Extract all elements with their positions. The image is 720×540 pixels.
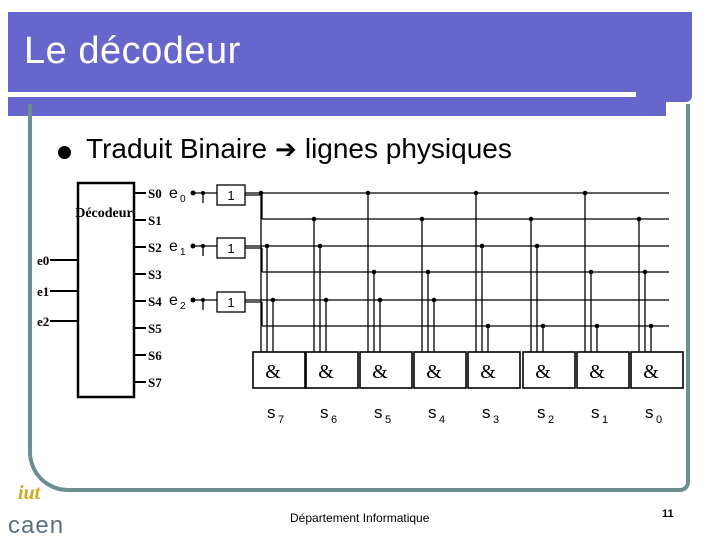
circuit-output-subscript: 2 [548, 414, 554, 426]
circuit-output-subscript: 3 [493, 414, 499, 426]
decoder-inputs: e0 e1 e2 [37, 253, 78, 329]
junction-dot [528, 216, 534, 222]
iut-caen-logo: iut caen [4, 476, 84, 540]
circuit-output-subscript: 1 [602, 414, 608, 426]
circuit-output-label: s [428, 403, 437, 422]
junction-dot [642, 269, 648, 275]
circuit-input-label: e [169, 292, 178, 309]
junction-dot [201, 191, 205, 195]
and-gate [305, 351, 359, 389]
circuit-output-label: s [374, 403, 383, 422]
slide-title: Le décodeur [24, 30, 241, 72]
circuit-output-label: s [320, 403, 329, 422]
and-gate-label: & [318, 361, 334, 383]
and-gate [252, 351, 306, 389]
decoder-output-label: S2 [148, 240, 162, 255]
bullet-text-part2: lignes physiques [304, 133, 512, 164]
junction-dot [540, 323, 546, 329]
and-gate [522, 351, 576, 389]
circuit-output-label: s [267, 403, 276, 422]
junction-dot [582, 190, 588, 196]
and-gate [576, 351, 630, 389]
junction-dot [534, 243, 540, 249]
junction-dot [473, 190, 479, 196]
circuit-input-subscript: 1 [180, 247, 186, 258]
and-gate-label: & [265, 361, 281, 383]
inverter-label: 1 [227, 188, 234, 203]
and-gate-label: & [372, 361, 388, 383]
and-gate [359, 351, 413, 389]
junction-dot [371, 269, 377, 275]
title-underline [8, 92, 636, 97]
footer-text: Département Informatique [290, 511, 430, 525]
decoder-output-label: S5 [148, 321, 162, 336]
circuit-output-label: s [482, 403, 491, 422]
junction-dot [431, 297, 437, 303]
iut-logo-mark: iut [18, 482, 41, 504]
junction-dot [264, 243, 270, 249]
circuit-output-label: s [645, 403, 654, 422]
decoder-block-label: Décodeur [75, 206, 133, 221]
circuit-output-subscript: 4 [439, 414, 445, 426]
junction-dot [317, 243, 323, 249]
inverter-label: 1 [227, 295, 234, 310]
junction-dot [258, 190, 264, 196]
decoder-output-label: S0 [148, 186, 162, 201]
inverter-label: 1 [227, 241, 234, 256]
and-gate-label: & [643, 361, 659, 383]
title-bar [8, 12, 692, 116]
caen-logo-text: caen [8, 512, 65, 539]
decoder-input-label: e1 [37, 284, 49, 299]
and-gate-label: & [589, 361, 605, 383]
junction-dot [594, 323, 600, 329]
circuit-input-subscript: 2 [180, 301, 186, 312]
junction-dot [636, 216, 642, 222]
junction-dot [311, 216, 317, 222]
junction-dot [365, 190, 371, 196]
decoder-input-label: e2 [37, 314, 49, 329]
circuit-output-label: s [591, 403, 600, 422]
and-gate-label: & [535, 361, 551, 383]
junction-dot [270, 297, 276, 303]
junction-dot [425, 269, 431, 275]
circuit-output-label: s [537, 403, 546, 422]
junction-dot [201, 244, 205, 248]
circuit-input-subscript: 0 [180, 194, 186, 205]
decoder-input-label: e0 [37, 253, 49, 268]
circuit-output-subscript: 7 [278, 414, 284, 426]
junction-dot [479, 243, 485, 249]
circuit-output-subscript: 5 [385, 414, 391, 426]
bullet-text: Traduit Binaire➔lignes physiques [86, 133, 512, 165]
title-bar-strip [8, 102, 666, 116]
and-gate-label: & [426, 361, 442, 383]
decoder-output-label: S1 [148, 213, 162, 228]
circuit-output-subscript: 0 [656, 414, 662, 426]
arrow-right-icon: ➔ [275, 134, 297, 164]
junction-dot [648, 323, 654, 329]
decoder-output-label: S6 [148, 348, 162, 363]
junction-dot [201, 298, 205, 302]
decoder-output-label: S3 [148, 267, 162, 282]
junction-dot [323, 297, 329, 303]
decoder-output-label: S4 [148, 294, 162, 309]
bullet-dot [58, 146, 71, 159]
circuit-input-label: e [169, 185, 178, 202]
and-gate-label: & [480, 361, 496, 383]
and-gate [630, 351, 684, 389]
decoder-output-label: S7 [148, 375, 162, 390]
bullet-text-part1: Traduit Binaire [86, 133, 268, 164]
circuit-output-subscript: 6 [331, 414, 337, 426]
page-number: 11 [662, 508, 674, 520]
junction-dot [377, 297, 383, 303]
circuit-input-label: e [169, 238, 178, 255]
and-gate [413, 351, 467, 389]
junction-dot [588, 269, 594, 275]
junction-dot [485, 323, 491, 329]
junction-dot [419, 216, 425, 222]
content-frame [28, 104, 690, 492]
and-gate [467, 351, 521, 389]
